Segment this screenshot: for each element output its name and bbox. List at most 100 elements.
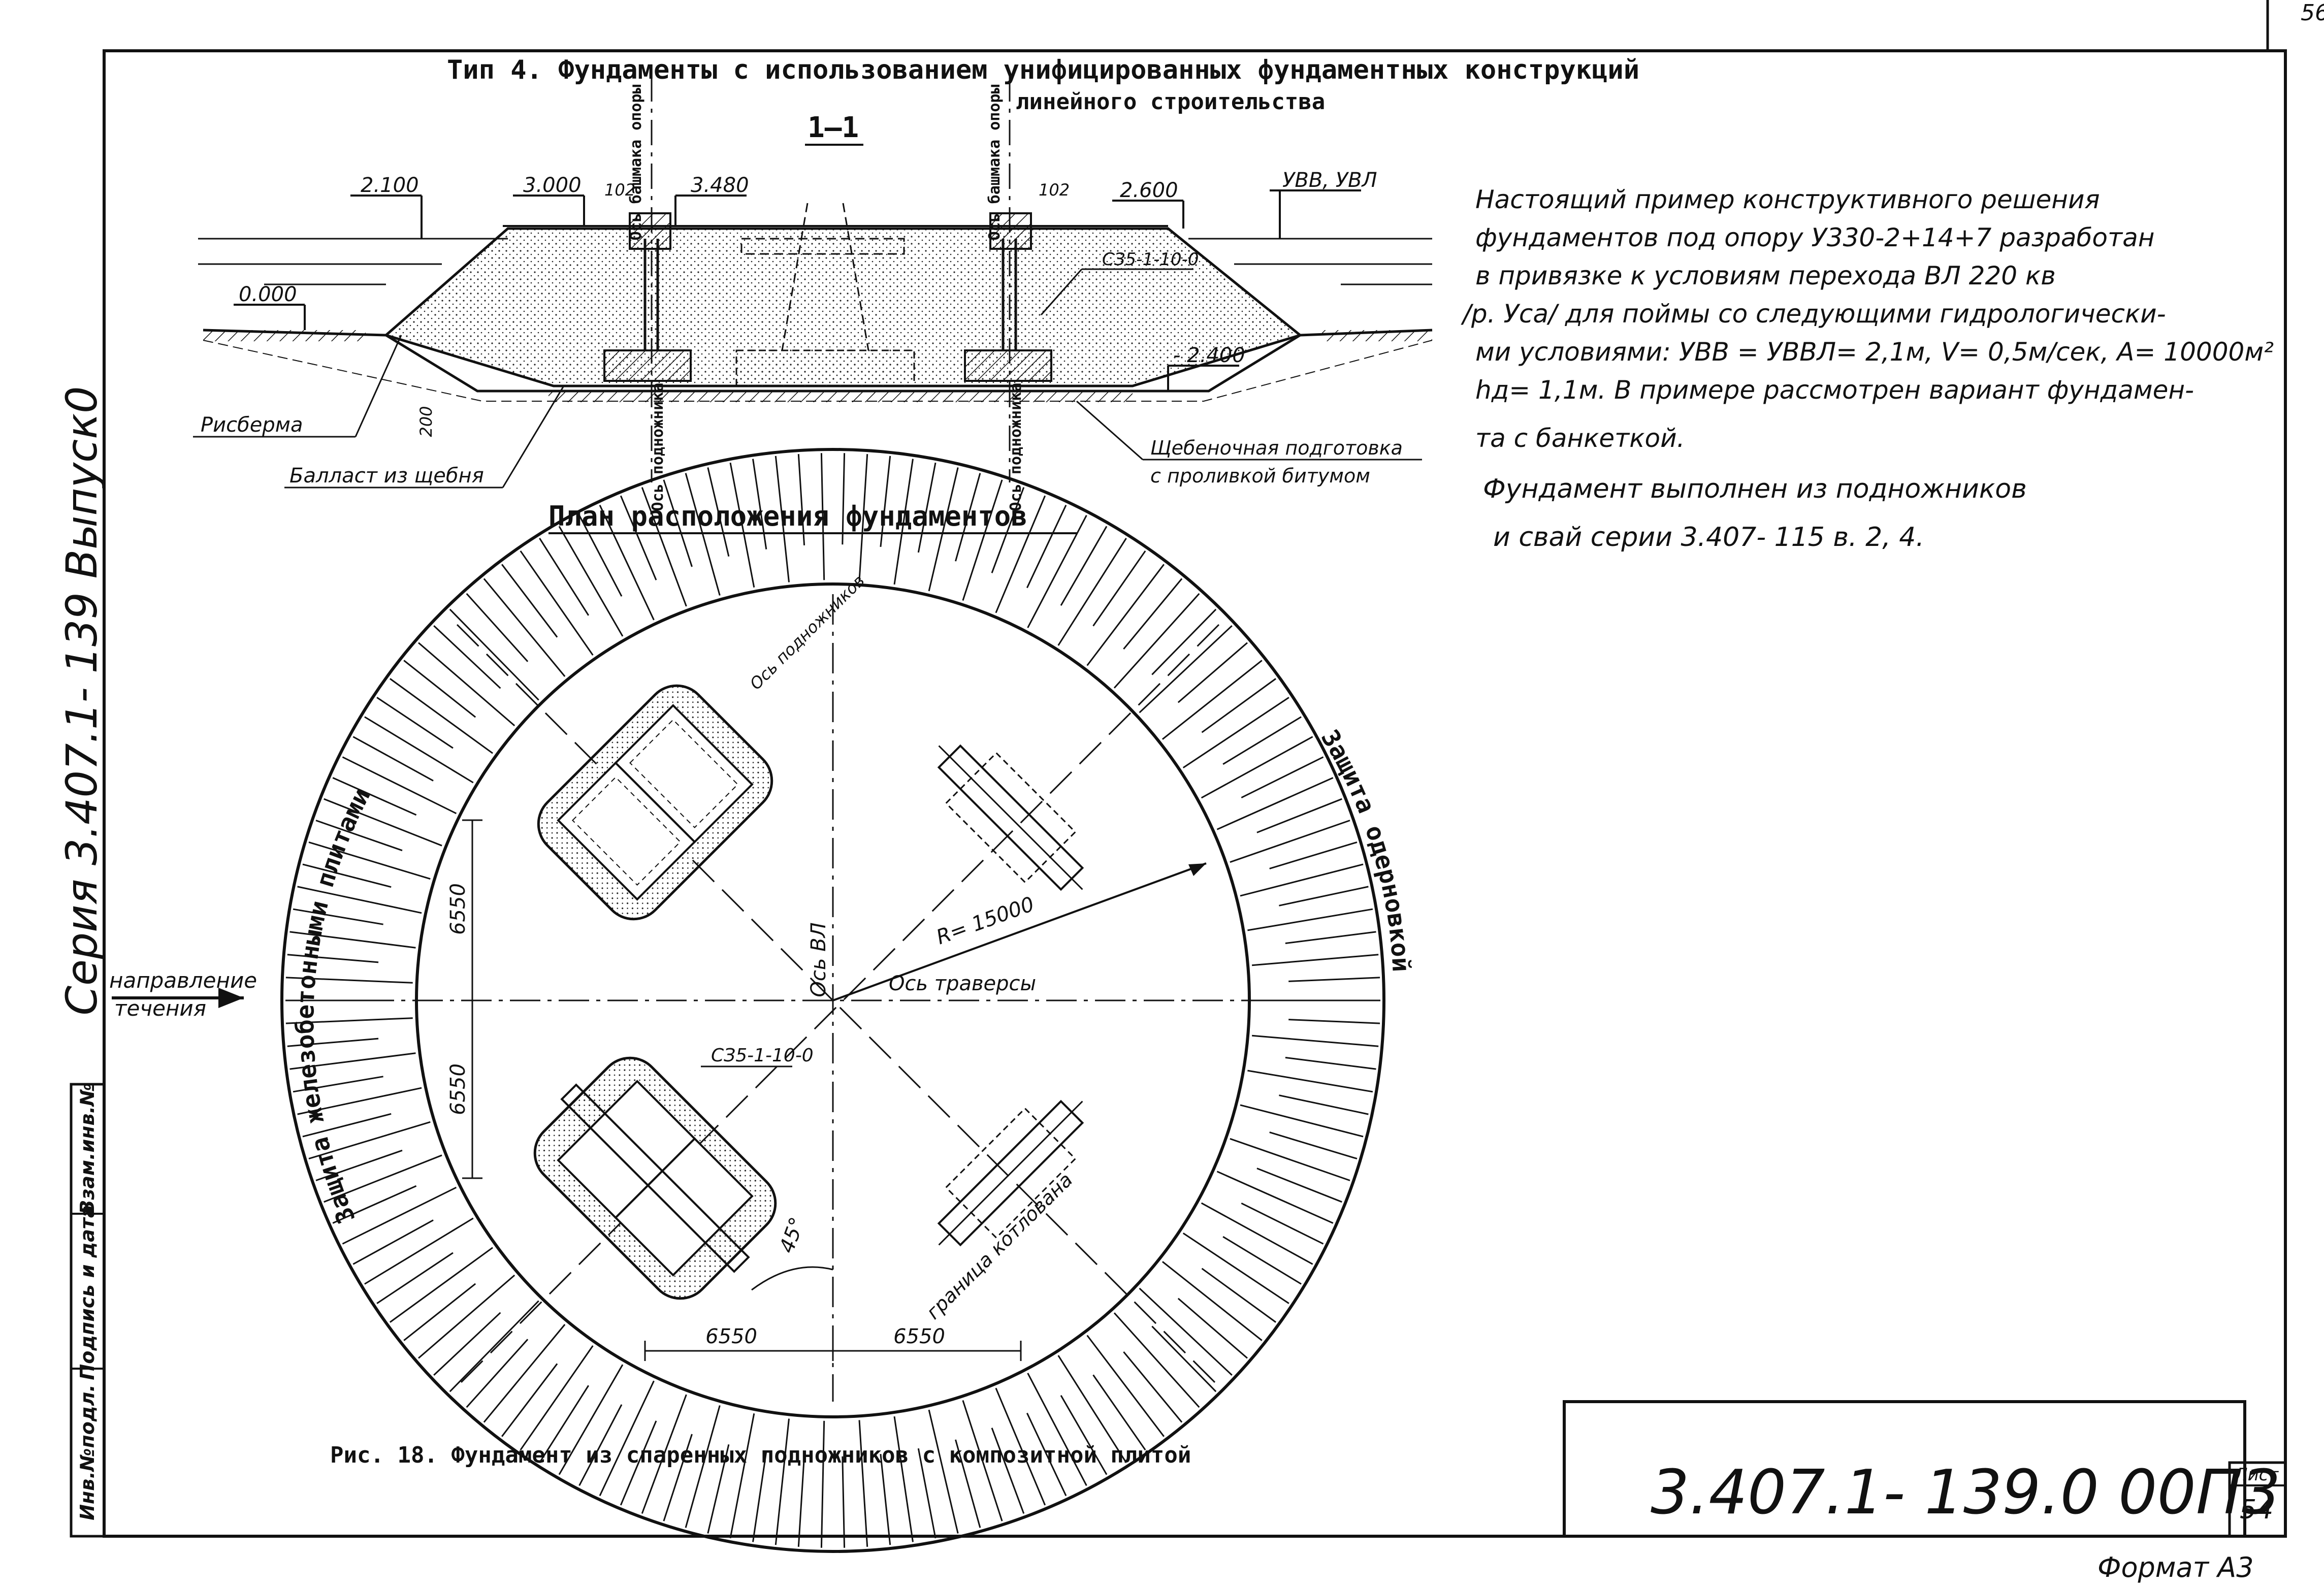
ring-tick	[1113, 593, 1200, 689]
level-uvv: УВВ, УВЛ	[1282, 169, 1377, 192]
ring-tick	[707, 1444, 730, 1534]
title-block: 3.407.1- 139.0 00П3 Лист 54 Формат А3	[1563, 1400, 2287, 1583]
notes: Настоящий пример конструктивного решения…	[1461, 185, 2274, 553]
ring-tick	[293, 1076, 383, 1093]
ring-tick	[707, 467, 730, 557]
ring-tick	[842, 1456, 846, 1548]
foundation-right	[964, 212, 1052, 382]
plan-foundation-nw	[537, 684, 773, 921]
level-bottom: - 2.400	[1173, 344, 1245, 367]
ring-tick	[893, 1416, 914, 1542]
ring-tick	[1256, 798, 1342, 833]
ring-tick	[729, 1413, 755, 1539]
ring-tick	[1151, 1325, 1217, 1392]
risberma-label: Рисберма	[201, 413, 303, 437]
ring-tick	[797, 454, 805, 545]
ring-tick	[449, 1300, 539, 1392]
plan-plate-label: СЗ5-1-10-0	[711, 1045, 814, 1066]
ring-tick	[1285, 1057, 1376, 1070]
ring-tick	[403, 1283, 476, 1341]
left-stamp: Инв.№подл. Подпись и дата Взам.инв.№	[70, 1083, 106, 1538]
ring-tick	[1279, 886, 1369, 906]
ring-tick	[297, 1087, 422, 1115]
ring-tick	[599, 1380, 655, 1497]
ring-tick	[483, 1324, 566, 1423]
ring-tick	[1092, 550, 1146, 627]
ring-tick	[289, 931, 416, 949]
ring-tick	[1086, 1335, 1165, 1437]
ring-tick	[880, 1453, 891, 1545]
note-line-5: ми условиями: УВВ = УВВЛ= 2,1м, V= 0,5м/…	[1475, 337, 2274, 367]
ring-tick	[352, 1219, 434, 1265]
ring-tick	[599, 504, 655, 621]
note-line-7: та с банкеткой.	[1475, 424, 1685, 453]
ring-tick	[1027, 1373, 1087, 1486]
ring-tick	[539, 537, 590, 616]
ring-tick	[578, 515, 623, 597]
series-vertical: Серия 3.407.1- 139 Выпуск0	[57, 386, 107, 1015]
note-line-9: и свай серии 3.407- 115 в. 2, 4.	[1493, 522, 1924, 553]
level-2100: 2.100	[361, 174, 419, 197]
ring-tick	[1057, 1355, 1127, 1464]
ring-tick	[1269, 841, 1358, 869]
page-corner-number: 56	[2301, 0, 2324, 26]
dim-h-left: 6550	[705, 1325, 757, 1348]
ring-tick	[418, 1274, 515, 1359]
ring-tick	[774, 1418, 790, 1545]
ring-tick	[1139, 625, 1233, 714]
drawing-code: 3.407.1- 139.0 00П3	[1651, 1458, 2280, 1528]
ring-tick	[390, 1247, 493, 1323]
stamp-sign: Подпись и дата	[76, 1205, 99, 1380]
ring-tick	[433, 625, 501, 689]
diag-2	[456, 624, 1220, 1387]
ring-tick	[501, 1363, 558, 1437]
ring-tick	[752, 1451, 767, 1542]
ring-tick	[1288, 977, 1380, 982]
ring-tick	[1247, 1070, 1373, 1093]
ring-tick	[663, 479, 693, 567]
ring-tick	[797, 1455, 805, 1547]
ring-tick	[893, 459, 914, 585]
ring-tick	[663, 1434, 693, 1521]
level-2600: 2.600	[1120, 179, 1178, 202]
axis-foot-left: Ось подножника	[649, 383, 667, 511]
ring-tick	[324, 798, 442, 847]
ring-tick	[520, 550, 594, 656]
ring-tick	[285, 1017, 413, 1024]
ring-tick	[1201, 1202, 1313, 1265]
ring-tick	[287, 954, 379, 963]
angle-label: 45°	[775, 1214, 809, 1256]
plan-heading: План расположения фундаментов	[548, 500, 1027, 532]
ring-tick	[1251, 954, 1379, 966]
note-line-1: Настоящий пример конструктивного решения	[1475, 185, 2100, 214]
title-line2: линейного строительства	[1016, 89, 1325, 115]
dim-102-left: 102	[604, 180, 635, 200]
ring-tick	[820, 1420, 825, 1548]
ring-tick	[315, 820, 403, 852]
ring-tick	[558, 1364, 624, 1475]
ring-tick	[620, 1420, 657, 1506]
axis-vl-label: Ось ВЛ	[807, 922, 830, 997]
ring-tick	[1201, 678, 1276, 733]
ring-tick	[620, 495, 657, 580]
ring-tick	[1241, 756, 1324, 799]
ring-tick	[917, 1448, 937, 1539]
ring-tick	[641, 1394, 687, 1514]
radius-line	[832, 862, 1207, 1001]
ring-tick	[917, 462, 937, 553]
axis-foot-right: Ось подножника	[1007, 383, 1025, 511]
ring-tick	[1216, 777, 1334, 830]
ring-tick	[685, 473, 721, 596]
plan: План расположения фундаментов	[109, 448, 1415, 1553]
plan-foundation-ne	[937, 744, 1084, 891]
ring-tick	[352, 736, 434, 782]
ring-tick	[578, 1404, 623, 1486]
ring-tick	[403, 660, 476, 718]
ring-tick	[364, 1217, 474, 1285]
ballast-label: Балласт из щебня	[289, 464, 484, 488]
dim-v-bottom: 6550	[446, 1063, 470, 1115]
ring-tick	[1161, 1261, 1263, 1341]
ring-tick	[308, 841, 431, 880]
ring-tick	[820, 453, 825, 580]
ring-tick	[995, 495, 1046, 613]
